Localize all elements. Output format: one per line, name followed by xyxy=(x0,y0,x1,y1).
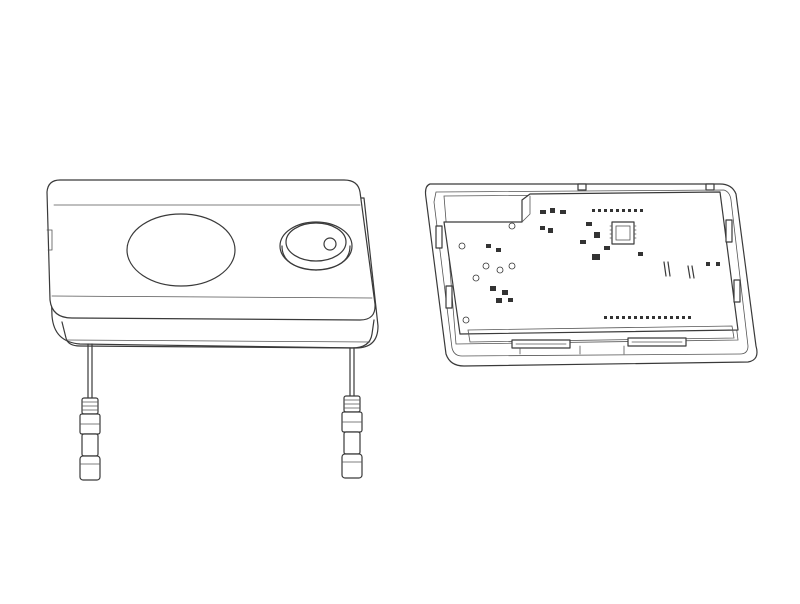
rotary-knob[interactable] xyxy=(279,221,353,271)
display-window xyxy=(126,213,236,287)
mounting-posts xyxy=(663,261,695,279)
microcontroller-chip xyxy=(611,221,635,245)
pin-header-top xyxy=(592,209,643,212)
opened-panel-with-circuit-board xyxy=(424,183,758,367)
top-latch xyxy=(577,183,587,191)
circuit-board xyxy=(443,191,739,335)
side-clip-right-bottom xyxy=(733,279,741,303)
side-clip-right-top xyxy=(725,219,733,243)
side-port xyxy=(46,229,53,251)
cable-left xyxy=(79,343,101,481)
cable-right xyxy=(341,347,363,479)
side-clip-left-bottom xyxy=(445,285,453,309)
assembled-control-panel xyxy=(46,179,379,481)
pin-header-bottom xyxy=(604,316,691,319)
knob-indicator xyxy=(323,237,337,251)
panel-lower-edge xyxy=(61,319,375,349)
side-clip-left-top xyxy=(435,225,443,249)
smd-components xyxy=(458,208,720,324)
edge-connectors xyxy=(467,325,735,355)
